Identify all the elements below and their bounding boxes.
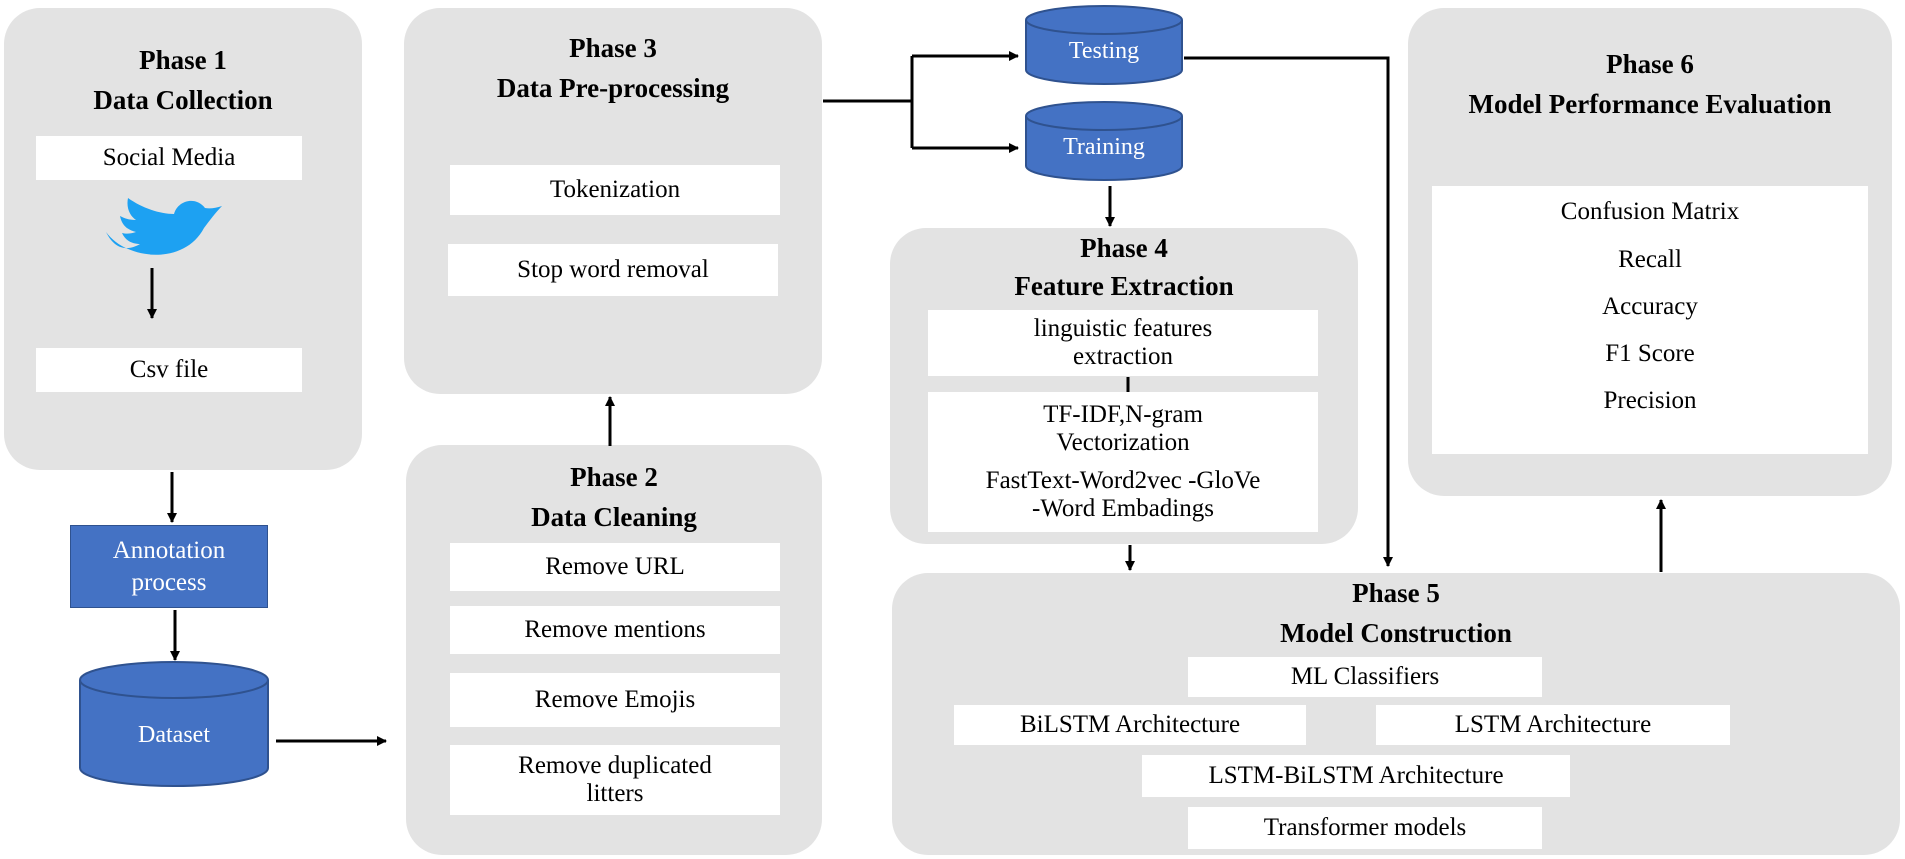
phase5-label: Phase 5	[1352, 578, 1440, 608]
model-label: Transformer models	[1263, 814, 1467, 841]
social-media-label: Social Media	[102, 144, 236, 171]
metric-accuracy: Accuracy	[1602, 293, 1698, 320]
bilstm-architecture-box: BiLSTM Architecture	[954, 705, 1306, 745]
phase5-panel: Phase 5 Model Construction ML Classifier…	[892, 573, 1900, 855]
phase1-label: Phase 1	[139, 45, 227, 75]
preprocessing-step-stop-word-removal: Stop word removal	[448, 244, 778, 296]
cleaning-step-label: litters	[586, 780, 644, 807]
dataset-cylinder: Dataset	[78, 660, 270, 788]
annotation-process-box: Annotation process	[70, 525, 268, 608]
cleaning-step-label: Remove URL	[545, 553, 685, 580]
social-media-box: Social Media	[36, 136, 302, 180]
csv-file-label: Csv file	[129, 356, 209, 383]
twitter-bird-icon	[98, 198, 226, 264]
csv-file-box: Csv file	[36, 348, 302, 392]
training-cylinder: Training	[1024, 100, 1184, 182]
metrics-box: Confusion Matrix Recall Accuracy F1 Scor…	[1432, 186, 1868, 454]
preprocessing-step-label: Stop word removal	[517, 256, 709, 283]
cleaning-step-label: Remove Emojis	[534, 686, 696, 713]
preprocessing-step-label: Tokenization	[549, 176, 681, 203]
phase6-label: Phase 6	[1606, 49, 1694, 79]
model-label: LSTM Architecture	[1454, 711, 1652, 738]
annotation-line-2: process	[131, 568, 207, 596]
lstm-architecture-box: LSTM Architecture	[1376, 705, 1730, 745]
model-label: LSTM-BiLSTM Architecture	[1208, 762, 1504, 789]
metric-confusion-matrix: Confusion Matrix	[1560, 198, 1740, 225]
cleaning-step-remove-duplicated: Remove duplicated litters	[450, 745, 780, 815]
phase4-label: Phase 4	[1080, 233, 1168, 263]
phase4-title: Feature Extraction	[1014, 271, 1234, 301]
phase3-title: Data Pre-processing	[496, 73, 730, 103]
cleaning-step-label: Remove duplicated	[518, 752, 712, 779]
phase6-title: Model Performance Evaluation	[1468, 89, 1832, 119]
testing-label: Testing	[1068, 38, 1140, 64]
lstm-bilstm-architecture-box: LSTM-BiLSTM Architecture	[1142, 755, 1570, 797]
preprocessing-step-tokenization: Tokenization	[450, 165, 780, 215]
phase2-panel: Phase 2 Data Cleaning Remove URL Remove …	[406, 445, 822, 855]
embeddings-line: FastText-Word2vec -GloVe	[985, 467, 1261, 494]
embeddings-line: -Word Embadings	[1032, 495, 1214, 522]
annotation-line-1: Annotation	[112, 536, 226, 564]
phase3-label: Phase 3	[569, 33, 657, 63]
linguistic-features-box: linguistic features extraction	[928, 310, 1318, 376]
vectorization-line: TF-IDF,N-gram	[1043, 401, 1203, 428]
ml-classifiers-box: ML Classifiers	[1188, 657, 1542, 697]
linguistic-features-line: extraction	[1073, 343, 1173, 370]
transformer-models-box: Transformer models	[1188, 807, 1542, 849]
model-label: BiLSTM Architecture	[1019, 711, 1241, 738]
cleaning-step-remove-url: Remove URL	[450, 543, 780, 591]
vectorization-line: Vectorization	[1056, 429, 1190, 456]
cleaning-step-remove-mentions: Remove mentions	[450, 606, 780, 654]
phase1-title: Data Collection	[93, 85, 273, 115]
phase1-panel: Phase 1 Data Collection Social Media Csv…	[4, 8, 362, 470]
cleaning-step-label: Remove mentions	[524, 616, 706, 643]
testing-cylinder: Testing	[1024, 4, 1184, 86]
cleaning-step-remove-emojis: Remove Emojis	[450, 673, 780, 727]
model-label: ML Classifiers	[1290, 663, 1440, 690]
linguistic-features-line: linguistic features	[1033, 315, 1213, 342]
arrow-testing-to-phase5	[1184, 56, 1393, 567]
metric-recall: Recall	[1618, 246, 1682, 273]
metric-f1-score: F1 Score	[1605, 340, 1695, 367]
phase2-label: Phase 2	[570, 462, 658, 492]
phase4-panel: Phase 4 Feature Extraction linguistic fe…	[890, 228, 1358, 544]
metric-precision: Precision	[1603, 387, 1697, 414]
vectorization-embeddings-box: TF-IDF,N-gram Vectorization FastText-Wor…	[928, 392, 1318, 532]
phase2-title: Data Cleaning	[531, 502, 697, 532]
phase5-title: Model Construction	[1280, 618, 1512, 648]
phase6-panel: Phase 6 Model Performance Evaluation Con…	[1408, 8, 1892, 496]
training-label: Training	[1063, 134, 1145, 160]
dataset-label: Dataset	[138, 722, 210, 748]
phase3-panel: Phase 3 Data Pre-processing Tokenization…	[404, 8, 822, 394]
